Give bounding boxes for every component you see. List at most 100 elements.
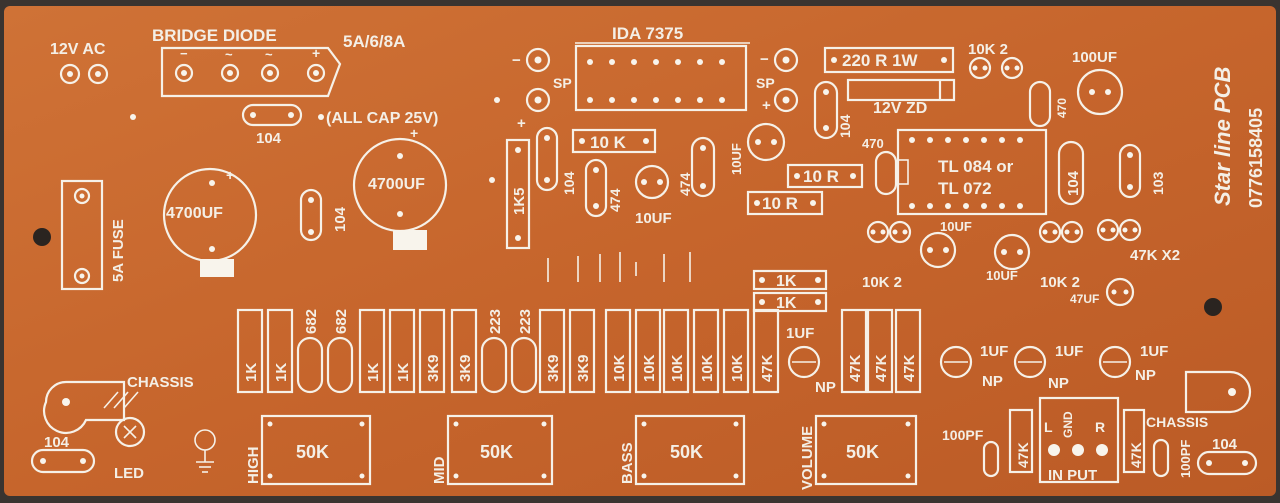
tone-component-label: 10K <box>729 354 746 382</box>
label-power-in: 12V AC <box>50 41 106 58</box>
tone-component-label: 3K9 <box>425 354 442 382</box>
svg-text:~: ~ <box>225 47 233 62</box>
tone-component-label: 10K <box>611 354 628 382</box>
label-r220: 220 R 1W <box>842 51 919 70</box>
tone-component <box>358 308 386 394</box>
tone-component <box>388 308 416 394</box>
label-uf-a: 1UF <box>786 325 814 342</box>
svg-text:+: + <box>517 115 526 132</box>
svg-text:+: + <box>312 45 320 61</box>
label-uf-d: 1UF <box>1140 343 1168 360</box>
label-zd: 12V ZD <box>873 100 927 117</box>
label-bridge: BRIDGE DIODE <box>152 26 277 45</box>
label-r10k2-c: 10K 2 <box>1040 274 1080 291</box>
svg-text:L: L <box>1044 419 1053 435</box>
label-r470-a: 470 <box>1055 98 1069 118</box>
tone-component <box>604 308 632 394</box>
tone-component <box>450 308 478 394</box>
tone-component <box>840 308 868 394</box>
label-r10r-a: 10 R <box>803 167 839 186</box>
svg-text:+: + <box>410 125 418 141</box>
tone-component <box>538 308 566 394</box>
label-r47k-in-b: 47K <box>1128 442 1144 468</box>
label-r1k-b: 1K <box>776 295 797 312</box>
label-c10uf-d: 10UF <box>986 268 1018 283</box>
tone-component <box>568 308 596 394</box>
label-c474-b: 474 <box>677 172 693 196</box>
pot-value: 50K <box>480 442 513 462</box>
svg-text:R: R <box>1095 419 1105 435</box>
tone-component-label: 10K <box>669 354 686 382</box>
label-r1k5: 1K5 <box>511 187 528 215</box>
pot-volume <box>814 414 918 486</box>
label-r10k2-b: 10K 2 <box>862 274 902 291</box>
svg-text:+: + <box>762 97 771 114</box>
label-c100pf-a: 100PF <box>942 427 984 443</box>
label-c104-a: 104 <box>256 130 282 147</box>
label-r1k-a: 1K <box>776 273 797 290</box>
tone-component <box>692 308 720 394</box>
svg-text:−: − <box>512 52 521 69</box>
tone-component-label: 3K9 <box>575 354 592 382</box>
tone-component-label: 10K <box>699 354 716 382</box>
pot-bass <box>634 414 746 486</box>
tone-component <box>722 308 750 394</box>
mounting-hole-left <box>33 228 51 246</box>
bridge-diode-outline <box>160 46 342 98</box>
tone-component-label: 1K <box>365 363 382 382</box>
pot-high <box>260 414 372 486</box>
label-c10uf-c: 10UF <box>940 219 972 234</box>
pot-mid <box>446 414 554 486</box>
pot-name: BASS <box>619 442 636 484</box>
tone-component <box>418 308 446 394</box>
tone-component-label: 3K9 <box>457 354 474 382</box>
label-chassis-right: CHASSIS <box>1146 414 1208 430</box>
mounting-hole-right <box>1204 298 1222 316</box>
tone-component-label: 682 <box>303 309 320 334</box>
label-c104-left: 104 <box>44 434 70 451</box>
tone-component <box>326 336 354 394</box>
tone-component-label: 223 <box>517 309 534 334</box>
svg-text:GND: GND <box>1061 411 1075 438</box>
label-c104-right: 104 <box>1212 436 1238 453</box>
tone-component <box>296 336 324 394</box>
label-c10uf-a: 10UF <box>635 210 672 227</box>
tone-component-label: 47K <box>873 354 890 382</box>
label-c104-d: 104 <box>837 114 853 138</box>
label-np-a: NP <box>815 379 836 396</box>
tone-component <box>634 308 662 394</box>
svg-text:−: − <box>180 46 188 61</box>
label-r10k2-a: 10K 2 <box>968 41 1008 58</box>
label-opamp-2: TL 072 <box>938 179 992 198</box>
tone-component-label: 47K <box>759 354 776 382</box>
svg-text:4700UF: 4700UF <box>368 176 425 193</box>
tone-component <box>866 308 894 394</box>
label-c100uf: 100UF <box>1072 49 1117 66</box>
board-phone: 0776158405 <box>1246 108 1266 208</box>
svg-text:4700UF: 4700UF <box>166 205 223 222</box>
label-chassis-left: CHASSIS <box>127 374 194 391</box>
tone-component-label: 47K <box>901 354 918 382</box>
tone-component-label: 1K <box>395 363 412 382</box>
tone-component-label: 10K <box>641 354 658 382</box>
label-led: LED <box>114 465 144 482</box>
chassis-lug-left <box>43 380 126 434</box>
label-opamp: TL 084 or <box>938 157 1014 176</box>
label-cap-note: (ALL CAP 25V) <box>326 110 438 127</box>
fuse-holder <box>60 179 104 291</box>
label-c10uf-b: 10UF <box>729 143 744 175</box>
brand-logo: Star line PCB <box>1210 67 1235 206</box>
label-r10k-a: 10 K <box>590 133 627 152</box>
tone-component <box>510 336 538 394</box>
tone-component <box>752 308 780 394</box>
label-np-b: NP <box>982 373 1003 390</box>
label-r10r-b: 10 R <box>762 194 798 213</box>
label-uf-b: 1UF <box>980 343 1008 360</box>
tone-component-label: 223 <box>487 309 504 334</box>
tone-component-label: 1K <box>273 363 290 382</box>
svg-text:−: − <box>760 51 769 68</box>
pcb-substrate <box>4 6 1276 496</box>
